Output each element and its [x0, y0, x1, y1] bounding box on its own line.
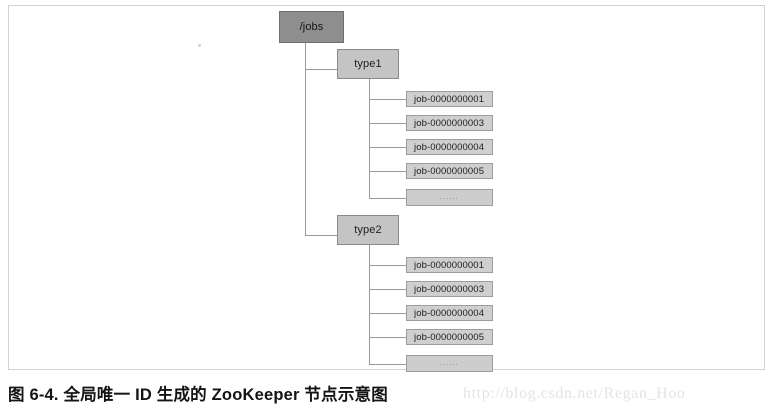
node-type1-label: type1 [354, 58, 382, 70]
watermark-url: http://blog.csdn.net/Regan_Hoo [463, 385, 686, 402]
node-job-type1-2[interactable]: job-0000000003 [406, 115, 493, 131]
zookeeper-node-tree-diagram: /jobs type1 job-0000000001 job-000000000… [9, 6, 766, 372]
connector-type2-child-5 [369, 364, 406, 365]
node-job-label: job-0000000005 [414, 331, 485, 343]
node-root-label: /jobs [299, 21, 324, 33]
connector-root-to-type2 [305, 235, 337, 236]
connector-type1-child-1 [369, 99, 406, 100]
node-job-type1-3[interactable]: job-0000000004 [406, 139, 493, 155]
connector-type1-child-2 [369, 123, 406, 124]
node-job-type1-1[interactable]: job-0000000001 [406, 91, 493, 107]
connector-type1-trunk [369, 76, 370, 199]
node-job-type1-more[interactable]: ...... [406, 189, 493, 206]
connector-type1-child-3 [369, 147, 406, 148]
node-job-type1-4[interactable]: job-0000000005 [406, 163, 493, 179]
figure-caption: 图 6-4. 全局唯一 ID 生成的 ZooKeeper 节点示意图 [8, 386, 388, 404]
connector-type2-child-4 [369, 337, 406, 338]
node-root-jobs[interactable]: /jobs [279, 11, 344, 43]
node-job-type2-2[interactable]: job-0000000003 [406, 281, 493, 297]
connector-type1-child-5 [369, 198, 406, 199]
node-job-label: ...... [440, 194, 459, 201]
node-type2[interactable]: type2 [337, 215, 399, 245]
node-job-label: job-0000000003 [414, 283, 485, 295]
connector-root-to-type1 [305, 69, 337, 70]
node-job-type2-1[interactable]: job-0000000001 [406, 257, 493, 273]
node-type2-label: type2 [354, 224, 382, 236]
node-job-label: job-0000000004 [414, 141, 485, 153]
connector-type1-child-4 [369, 171, 406, 172]
connector-type2-child-1 [369, 265, 406, 266]
connector-type2-child-3 [369, 313, 406, 314]
node-job-type2-3[interactable]: job-0000000004 [406, 305, 493, 321]
node-job-label: job-0000000005 [414, 165, 485, 177]
node-job-type2-4[interactable]: job-0000000005 [406, 329, 493, 345]
node-job-label: job-0000000004 [414, 307, 485, 319]
connector-type2-trunk [369, 242, 370, 365]
figure-frame: /jobs type1 job-0000000001 job-000000000… [8, 5, 766, 372]
node-job-label: job-0000000001 [414, 259, 485, 271]
node-job-type2-more[interactable]: ...... [406, 355, 493, 372]
node-job-label: job-0000000003 [414, 117, 485, 129]
speck-artifact [198, 44, 201, 47]
node-job-label: ...... [440, 360, 459, 367]
node-type1[interactable]: type1 [337, 49, 399, 79]
connector-root-trunk [305, 43, 306, 235]
node-job-label: job-0000000001 [414, 93, 485, 105]
connector-type2-child-2 [369, 289, 406, 290]
